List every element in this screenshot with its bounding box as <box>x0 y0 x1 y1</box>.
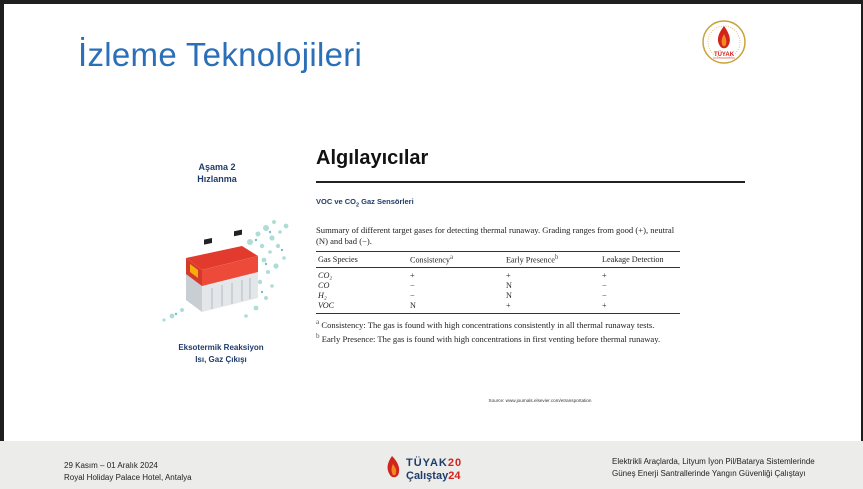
table-cell: + <box>602 270 607 280</box>
gas-summary-table: Gas Species Consistencya Early Presenceb… <box>316 251 680 314</box>
footer-venue: Royal Holiday Palace Hotel, Antalya <box>64 473 192 482</box>
frame-left-border <box>0 0 4 489</box>
table-header-gas-species: Gas Species <box>316 251 408 268</box>
table-cell: VOC <box>316 300 408 314</box>
svg-text:TÜYAK20: TÜYAK20 <box>406 456 462 469</box>
table-cell: − <box>602 280 607 290</box>
section-divider <box>316 181 745 183</box>
table-cell: + <box>506 270 511 280</box>
footnote-b-text: Early Presence: The gas is found with hi… <box>319 333 661 344</box>
table-cell: N <box>506 280 512 290</box>
table-header-leakage-detection: Leakage Detection <box>600 251 680 268</box>
overheating-battery-illustration <box>162 220 289 322</box>
table-cell: N <box>506 290 512 300</box>
header-label: Early Presence <box>506 255 555 265</box>
footer-event-info: 29 Kasım – 01 Aralık 2024 Royal Holiday … <box>64 460 192 484</box>
tuyak-seal-logo: TÜYAK <box>702 20 746 64</box>
table-header-early-presence: Early Presenceb <box>504 251 600 268</box>
table-row: CO₂ + + + <box>316 267 680 281</box>
header-label: Leakage Detection <box>602 254 664 264</box>
table-cell: CO₂ <box>318 270 333 280</box>
gas-summary-figure: Summary of different target gases for de… <box>316 225 680 344</box>
table-header-row: Gas Species Consistencya Early Presenceb… <box>316 251 680 268</box>
tuyak-calistay-logo: TÜYAK20 Çalıştay24 <box>387 456 462 482</box>
reaction-title: Eksotermik Reaksiyon <box>178 343 264 352</box>
table-row: CO − N − <box>316 281 680 291</box>
svg-text:TÜYAK: TÜYAK <box>714 51 735 58</box>
table-cell: + <box>410 270 415 280</box>
header-label: Gas Species <box>318 254 358 264</box>
frame-top-border <box>0 0 863 4</box>
footnote-b: b Early Presence: The gas is found with … <box>316 331 680 345</box>
slide-title: İzleme Teknolojileri <box>78 36 363 73</box>
footnote-a-mark: a <box>316 317 320 326</box>
sensor-subtitle: VOC ve CO2 Gaz Sensörleri <box>316 197 414 209</box>
source-citation: Source: www.journals.elsevier.com/etrans… <box>488 398 592 403</box>
sensor-subtitle-sub: 2 <box>356 202 360 209</box>
table-cell: + <box>504 300 600 314</box>
table-cell: H₂ <box>318 290 327 300</box>
table-header-consistency: Consistencya <box>408 251 504 268</box>
footnote-b-mark: b <box>316 331 320 340</box>
table-cell: N <box>408 300 504 314</box>
footnote-mark: a <box>450 254 454 261</box>
footnote-a: a Consistency: The gas is found with hig… <box>316 317 680 331</box>
svg-text:Çalıştay24: Çalıştay24 <box>406 470 461 482</box>
table-cell: − <box>410 290 415 300</box>
footer-workshop-line2: Güneş Enerji Santrallerinde Yangın Güven… <box>612 469 806 478</box>
stage-number: Aşama 2 <box>198 162 236 172</box>
sensor-subtitle-prefix: VOC ve CO <box>316 197 357 206</box>
stage-label: Aşama 2 Hızlanma <box>162 161 272 185</box>
section-title: Algılayıcılar <box>316 147 429 169</box>
footer-workshop-line1: Elektrikli Araçlarda, Lityum İyon Pil/Ba… <box>612 457 815 466</box>
table-cell: + <box>600 300 680 314</box>
sensor-subtitle-suffix: Gaz Sensörleri <box>359 197 414 206</box>
footer-workshop-title: Elektrikli Araçlarda, Lityum İyon Pil/Ba… <box>612 456 815 480</box>
header-label: Consistency <box>410 255 451 265</box>
table-row: H₂ − N − <box>316 291 680 301</box>
table-caption: Summary of different target gases for de… <box>316 225 675 246</box>
table-row: VOC N + + <box>316 300 680 314</box>
stage-name: Hızlanma <box>197 174 237 184</box>
footnote-a-text: Consistency: The gas is found with high … <box>319 319 655 330</box>
table-cell: − <box>410 280 415 290</box>
frame-right-border <box>861 0 863 489</box>
footer-bar <box>0 441 863 489</box>
table-cell: − <box>602 290 607 300</box>
table-cell: CO <box>318 280 330 290</box>
reaction-label: Eksotermik Reaksiyon Isı, Gaz Çıkışı <box>150 342 292 366</box>
reaction-detail: Isı, Gaz Çıkışı <box>195 355 247 364</box>
footer-date: 29 Kasım – 01 Aralık 2024 <box>64 461 158 470</box>
footnote-mark: b <box>554 254 559 261</box>
